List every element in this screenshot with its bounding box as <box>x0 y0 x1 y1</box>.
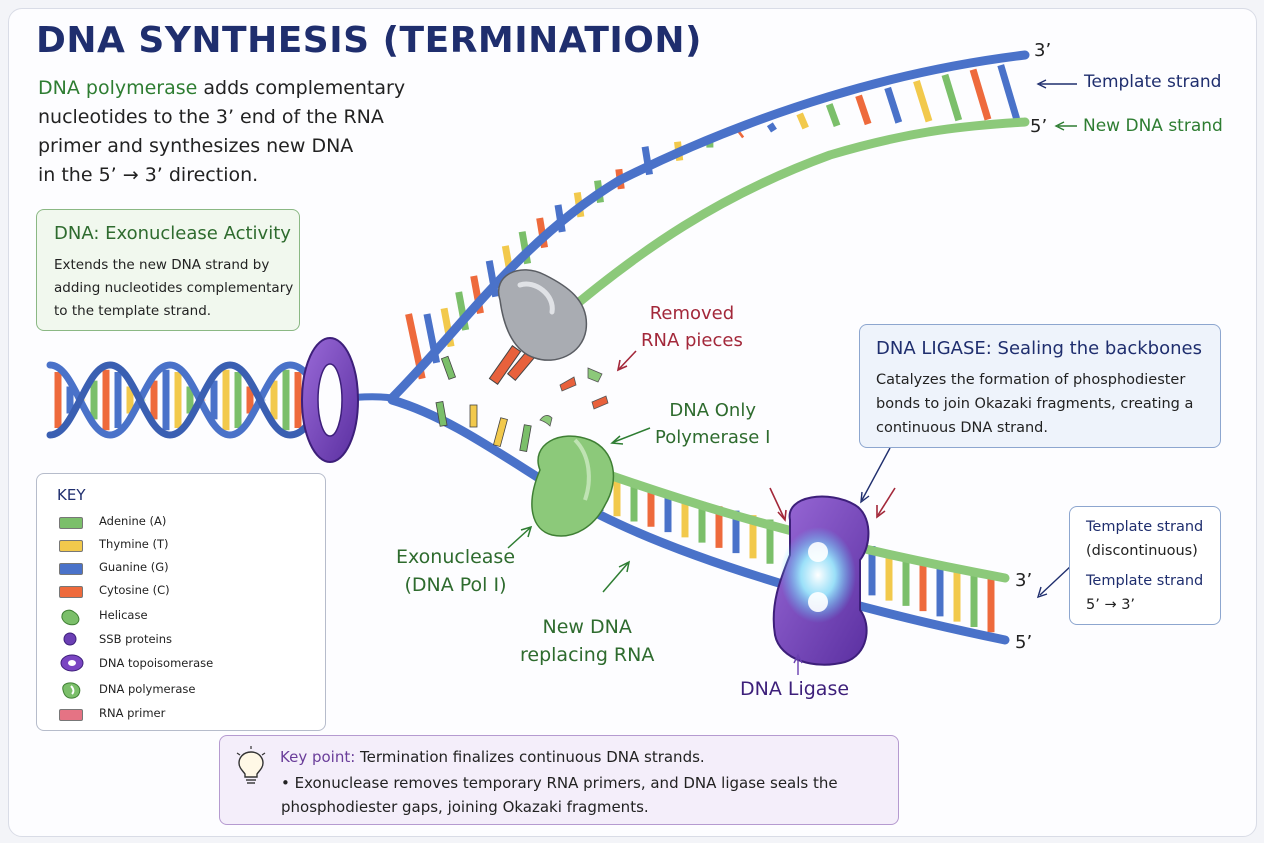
thymine-swatch <box>59 540 83 552</box>
key-item-label: Helicase <box>99 608 148 622</box>
key-item-label: RNA primer <box>99 706 166 720</box>
template-box-line4: 5’ → 3’ <box>1086 597 1136 613</box>
exonuclease-box-body: Extends the new DNA strand by adding nuc… <box>54 257 294 319</box>
template-strand-label: Template strand <box>1084 72 1222 92</box>
exonuclease-box-heading: DNA: Exonuclease Activity <box>54 223 291 244</box>
intro-line4: in the 5’ → 3’ direction. <box>38 164 259 186</box>
intro-line3: primer and synthesizes new DNA <box>38 135 354 157</box>
base-pair <box>913 79 933 123</box>
base-pair <box>796 112 809 130</box>
top-template-backbone <box>387 50 1030 403</box>
base-pair <box>766 122 777 133</box>
key-legend: KEY Adenine (A) Thymine (T) Guanine (G) … <box>36 473 326 731</box>
template-box-line1: Template strand <box>1086 519 1204 535</box>
ligase-red-arrows <box>616 350 896 522</box>
base-pair <box>825 103 841 128</box>
new-dna-line2: replacing RNA <box>520 644 655 666</box>
key-item-label: DNA topoisomerase <box>99 656 214 670</box>
dna-only-line2: Polymerase I <box>655 427 771 448</box>
green-arrows <box>507 427 651 593</box>
base-pair <box>737 131 745 139</box>
cytosine-swatch <box>59 586 83 598</box>
key-title: KEY <box>57 486 86 504</box>
key-item-label: SSB proteins <box>99 632 173 646</box>
key-item-label: Cytosine (C) <box>99 583 170 597</box>
key-point-label: Key point: <box>280 748 356 766</box>
bottom-5-prime-label: 5’ <box>1015 632 1033 653</box>
ligase-box-heading: DNA LIGASE: Sealing the backbones <box>876 338 1202 359</box>
base-pair <box>884 86 903 124</box>
ligase-box-body: Catalyzes the formation of phosphodieste… <box>876 372 1194 436</box>
adenine-swatch <box>59 517 83 529</box>
top-5-prime-label: 5’ <box>1030 116 1048 137</box>
loose-nucleotides <box>435 355 532 452</box>
helicase-icon <box>61 609 80 626</box>
base-pair <box>941 73 963 122</box>
removed-rna-label: Removed RNA pieces <box>641 300 743 354</box>
guanine-swatch <box>59 563 83 575</box>
top-3-prime-label: 3’ <box>1034 40 1052 61</box>
key-point-bullet: • Exonuclease removes temporary RNA prim… <box>281 774 838 816</box>
ligase-info-box: DNA LIGASE: Sealing the backbones Cataly… <box>859 324 1221 448</box>
top-new-strand-backbone <box>555 117 1030 323</box>
key-item-label: Adenine (A) <box>99 514 167 528</box>
helicase-shape <box>497 269 588 361</box>
intro-line2: nucleotides to the 3’ end of the RNA <box>38 106 384 128</box>
template-strand-box: Template strand (discontinuous) Template… <box>1069 506 1221 625</box>
new-dna-strand-label: New DNA strand <box>1083 116 1223 136</box>
new-dna-replacing-label: New DNA replacing RNA <box>520 613 654 669</box>
key-item-label: Guanine (G) <box>99 560 169 574</box>
new-dna-line1: New DNA <box>542 616 632 638</box>
key-item-label: Thymine (T) <box>99 537 169 551</box>
removed-rna-line1: Removed <box>649 303 735 324</box>
dna-only-line1: DNA Only <box>669 400 756 421</box>
page-title: DNA SYNTHESIS (TERMINATION) <box>36 20 702 61</box>
intro-text: DNA polymerase adds complementary nucleo… <box>38 74 418 190</box>
removed-rna-line2: RNA pieces <box>641 330 743 351</box>
bottom-3-prime-label: 3’ <box>1015 570 1033 591</box>
bottom-template-backbone <box>387 395 1010 645</box>
helix-strand-b <box>46 361 334 439</box>
exonuclease-line2: (DNA Pol I) <box>404 574 507 596</box>
dna-ligase-label: DNA Ligase <box>740 678 850 700</box>
exonuclease-line1: Exonuclease <box>396 546 516 568</box>
polymerase-icon <box>62 682 81 699</box>
lightbulb-icon <box>236 746 266 784</box>
annotation-arrows <box>793 79 1077 675</box>
base-pair <box>969 68 992 121</box>
exonuclease-label: Exonuclease (DNA Pol I) <box>396 543 515 599</box>
key-item-label: DNA polymerase <box>99 682 196 696</box>
rna-primer-swatch <box>59 709 83 721</box>
key-point-headline-text: Termination finalizes continuous DNA str… <box>355 748 705 766</box>
key-point-box: Key point: Termination finalizes continu… <box>219 735 899 825</box>
template-box-line2: (discontinuous) <box>1086 543 1198 559</box>
topoisomerase-ring <box>301 337 359 463</box>
topoisomerase-icon <box>60 654 84 672</box>
base-pair <box>855 94 872 126</box>
exonuclease-info-box: DNA: Exonuclease Activity Extends the ne… <box>36 209 300 331</box>
template-box-line3: Template strand <box>1086 573 1204 589</box>
intro-line1: adds complementary <box>197 77 406 99</box>
key-point-headline: Key point: Termination finalizes continu… <box>280 748 705 766</box>
dna-only-polymerase-label: DNA Only Polymerase I <box>655 397 770 451</box>
ssb-icon <box>63 632 77 646</box>
helix-strand-a <box>46 361 334 439</box>
base-pair <box>997 64 1020 120</box>
bottom-new-strand-backbone <box>590 465 1010 583</box>
intro-highlight: DNA polymerase <box>38 77 198 99</box>
dna-polymerase-i-shape <box>531 435 615 537</box>
dna-ligase-shape <box>772 495 870 666</box>
